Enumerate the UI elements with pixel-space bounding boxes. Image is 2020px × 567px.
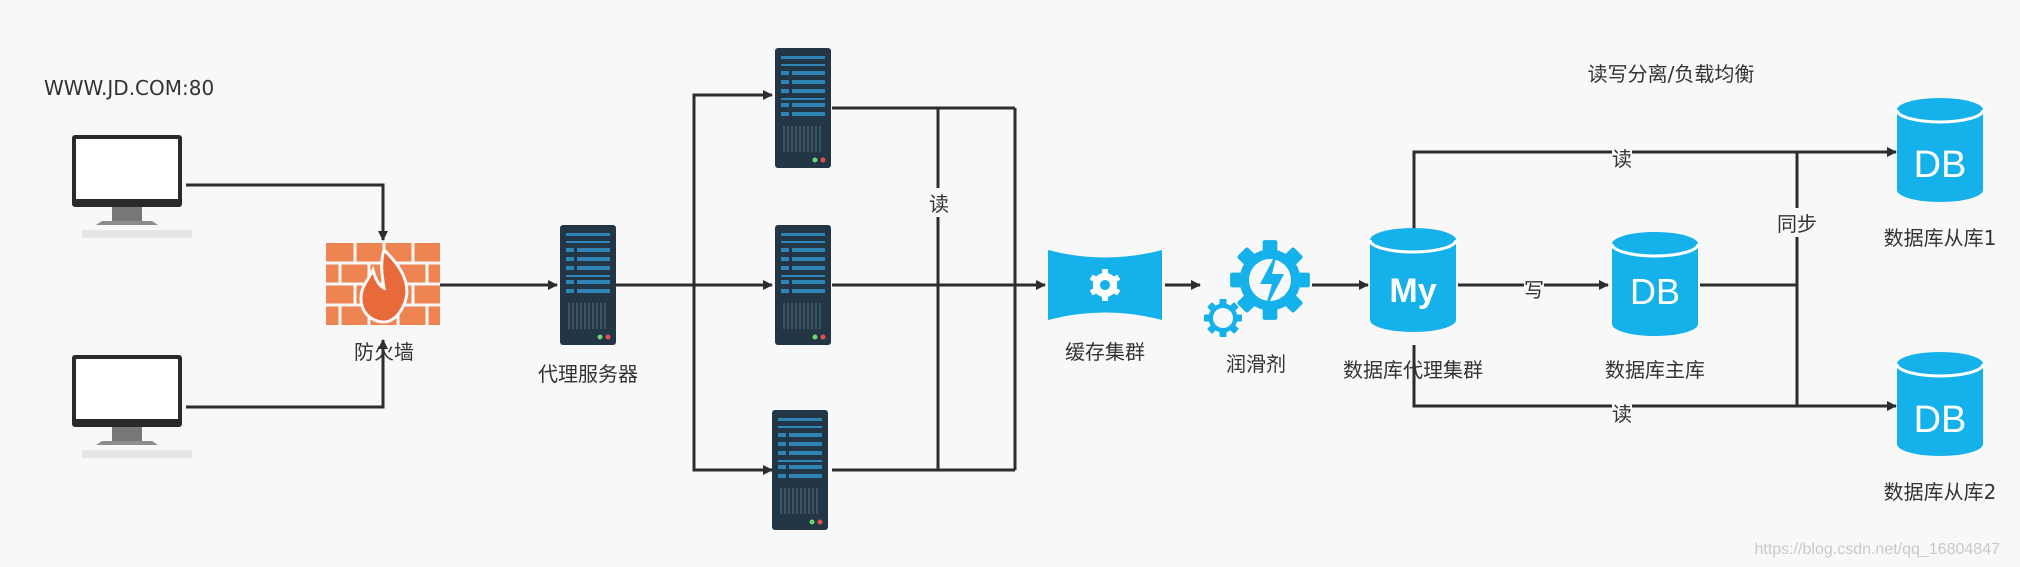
lubricant-gears-icon — [1204, 240, 1310, 337]
app-server-3-icon — [771, 409, 829, 531]
edge-hub-server1 — [692, 90, 773, 285]
edge-client1-firewall — [186, 183, 388, 241]
app-server-2-icon — [774, 224, 832, 346]
proxy-server-label: 代理服务器 — [538, 362, 638, 386]
edge-label-read-slave1: 读 — [1612, 143, 1632, 172]
edge-hub-server3 — [692, 285, 773, 475]
db-master-text: DB — [1630, 271, 1680, 312]
app-server-1-icon — [774, 47, 832, 169]
edge-label-sync: 同步 — [1777, 208, 1817, 237]
proxy-server-icon — [559, 224, 617, 346]
cache-cluster-label: 缓存集群 — [1065, 340, 1145, 364]
firewall-icon — [326, 243, 440, 325]
firewall-label: 防火墙 — [354, 340, 414, 364]
db-slave2-text: DB — [1914, 399, 1967, 441]
mysql-proxy-icon: My — [1368, 226, 1458, 334]
edge-client2-firewall — [186, 339, 388, 409]
db-slave1-icon: DB — [1895, 96, 1985, 204]
db-slave2-icon: DB — [1895, 350, 1985, 458]
lubricant-label: 润滑剂 — [1226, 352, 1286, 376]
edge-label-write: 写 — [1524, 274, 1544, 303]
edge-label-read-slave2: 读 — [1612, 398, 1632, 427]
url-label: WWW.JD.COM:80 — [44, 76, 215, 100]
watermark: https://blog.csdn.net/qq_16804847 — [1754, 541, 2000, 558]
mysql-label: My — [1389, 272, 1436, 310]
db-slave1-label: 数据库从库1 — [1883, 226, 1997, 250]
db-master-icon: DB — [1610, 230, 1700, 338]
db-proxy-label: 数据库代理集群 — [1343, 358, 1483, 382]
diagram-title: 读写分离/负载均衡 — [1587, 62, 1755, 86]
cache-cluster-icon — [1048, 250, 1162, 320]
client-monitor-1-icon — [72, 135, 192, 238]
edge-label-read-servers: 读 — [929, 188, 949, 217]
edge-dbproxy-slave2 — [1412, 345, 1897, 411]
db-slave1-text: DB — [1914, 144, 1967, 186]
db-master-label: 数据库主库 — [1605, 358, 1705, 382]
db-slave2-label: 数据库从库2 — [1883, 480, 1997, 504]
client-monitor-2-icon — [72, 355, 192, 458]
connectors — [186, 90, 1897, 475]
edge-dbproxy-slave1 — [1412, 147, 1897, 232]
